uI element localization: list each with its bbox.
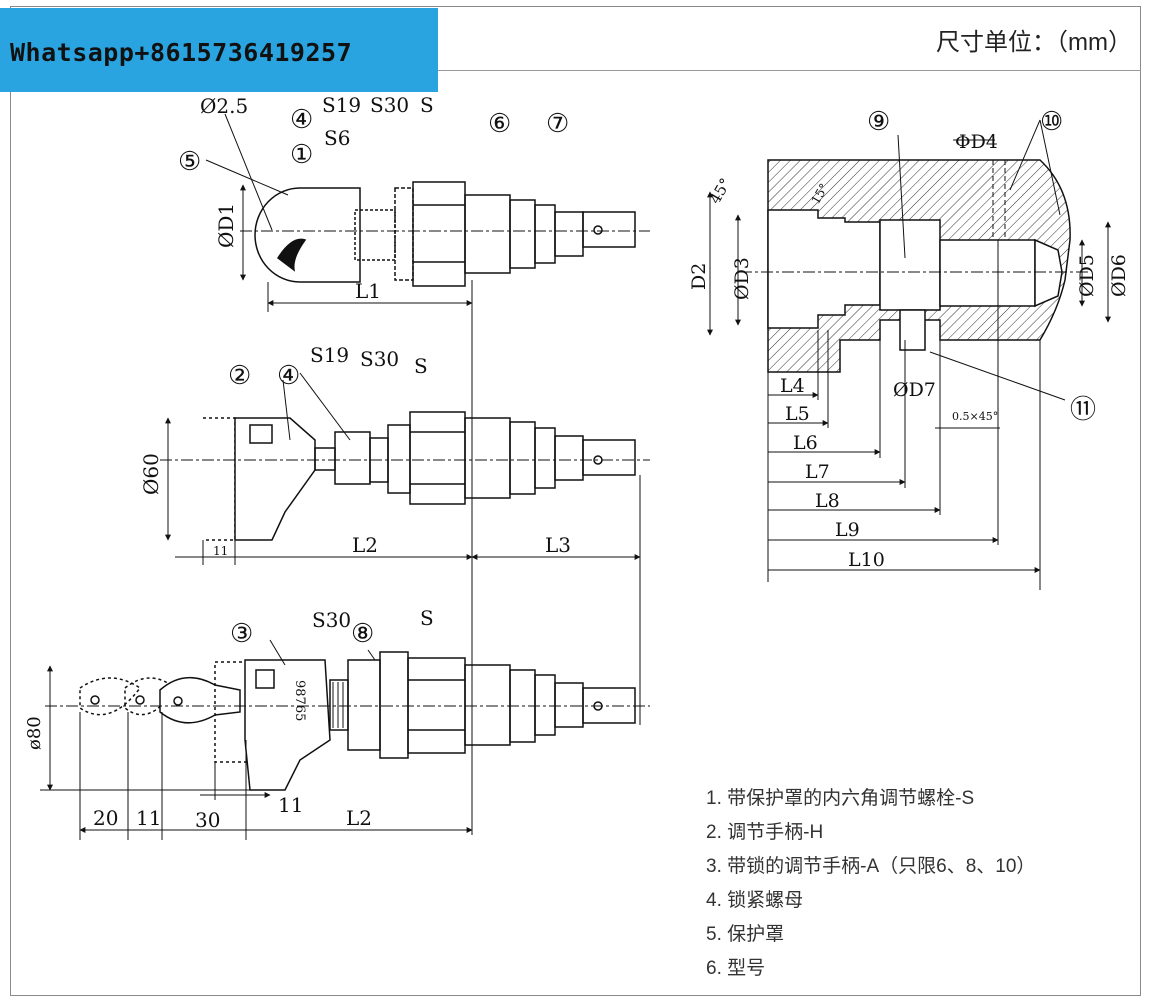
label-s: S — [420, 93, 434, 117]
callout-7: ⑦ — [546, 109, 569, 139]
callout-4: ④ — [290, 105, 313, 135]
label-o60: Ø60 — [139, 453, 163, 495]
callout-11: ⑪ — [1070, 395, 1096, 425]
label-s19: S19 — [310, 343, 349, 367]
view2-handle-h-view — [160, 372, 650, 835]
label-30: 30 — [195, 808, 220, 832]
label-d2-5: Ø2.5 — [200, 94, 248, 118]
legend-item: 3. 带锁的调节手柄-A（只限6、8、10） — [706, 856, 1036, 877]
section-labels: ΦD4 45° 15° D2 ØD3 ØD5 ØD6 L4 L5 L6 L7 L… — [688, 107, 1130, 571]
label-l2: L2 — [346, 806, 372, 830]
label-od5: ØD5 — [1076, 254, 1098, 297]
label-d4: ΦD4 — [955, 131, 998, 153]
legend-item: 2. 调节手柄-H — [706, 822, 824, 843]
parts-legend: 1. 带保护罩的内六角调节螺栓-S 2. 调节手柄-H 3. 带锁的调节手柄-A… — [706, 782, 1035, 986]
callout-8: ⑧ — [351, 619, 374, 649]
label-od7: ØD7 — [893, 379, 936, 401]
callout-5: ⑤ — [178, 147, 201, 177]
view1-protective-cap-view — [205, 113, 650, 520]
view3-handle-a-view — [40, 639, 650, 840]
label-od6: ØD6 — [1108, 254, 1130, 297]
label-s30: S30 — [370, 93, 409, 117]
label-s6: S6 — [324, 126, 350, 150]
label-s30: S30 — [312, 608, 351, 632]
label-l7: L7 — [805, 461, 830, 483]
label-l6: L6 — [793, 432, 818, 454]
label-20: 20 — [93, 806, 118, 830]
watermark-text: Whatsapp+8615736419257 — [10, 38, 353, 67]
callout-6: ⑥ — [488, 109, 511, 139]
label-l5: L5 — [785, 403, 810, 425]
legend-item: 5. 保护罩 — [706, 924, 785, 945]
unit-label: 尺寸单位：（mm） — [936, 29, 1132, 56]
label-l4: L4 — [780, 375, 805, 397]
callout-10: ⑩ — [1040, 107, 1063, 137]
label-s19: S19 — [322, 93, 361, 117]
callout-4: ④ — [277, 361, 300, 391]
legend-item: 6. 型号 — [706, 958, 766, 979]
label-od3: ØD3 — [731, 257, 753, 300]
label-s: S — [414, 354, 428, 378]
label-o80: ø80 — [24, 716, 45, 750]
label-l9: L9 — [835, 519, 860, 541]
label-d2: D2 — [688, 263, 710, 290]
header-divider — [10, 70, 1141, 71]
view3-labels: S30 S ø80 20 11 30 11 L2 98765 ③ ⑧ — [24, 606, 434, 832]
label-l2: L2 — [352, 533, 378, 557]
label-l8: L8 — [815, 490, 840, 512]
watermark-banner: Whatsapp+8615736419257 — [0, 8, 438, 92]
section-view — [707, 119, 1111, 590]
callout-9: ⑨ — [867, 107, 890, 137]
label-od1: ØD1 — [214, 203, 238, 248]
label-11a: 11 — [136, 806, 161, 830]
label-s: S — [420, 606, 434, 630]
label-chamfer: 0.5×45° — [952, 410, 998, 423]
callout-2: ② — [228, 361, 251, 391]
callout-3: ③ — [230, 619, 253, 649]
view1-labels: Ø2.5 S19 S30 S S6 ØD1 L1 ① ④ ⑤ ⑥ ⑦ — [178, 93, 569, 303]
legend-item: 1. 带保护罩的内六角调节螺栓-S — [706, 788, 975, 809]
legend-item: 4. 锁紧螺母 — [706, 890, 804, 911]
callout-1: ① — [290, 140, 313, 170]
label-s30: S30 — [360, 347, 399, 371]
label-11: 11 — [213, 544, 228, 558]
view2-labels: S19 S30 S Ø60 11 L2 L3 ② ④ — [139, 343, 571, 558]
label-l1: L1 — [355, 279, 381, 303]
label-l3: L3 — [545, 533, 571, 557]
label-scale: 98765 — [292, 680, 307, 721]
label-11b: 11 — [278, 793, 303, 817]
label-l10: L10 — [848, 549, 885, 571]
